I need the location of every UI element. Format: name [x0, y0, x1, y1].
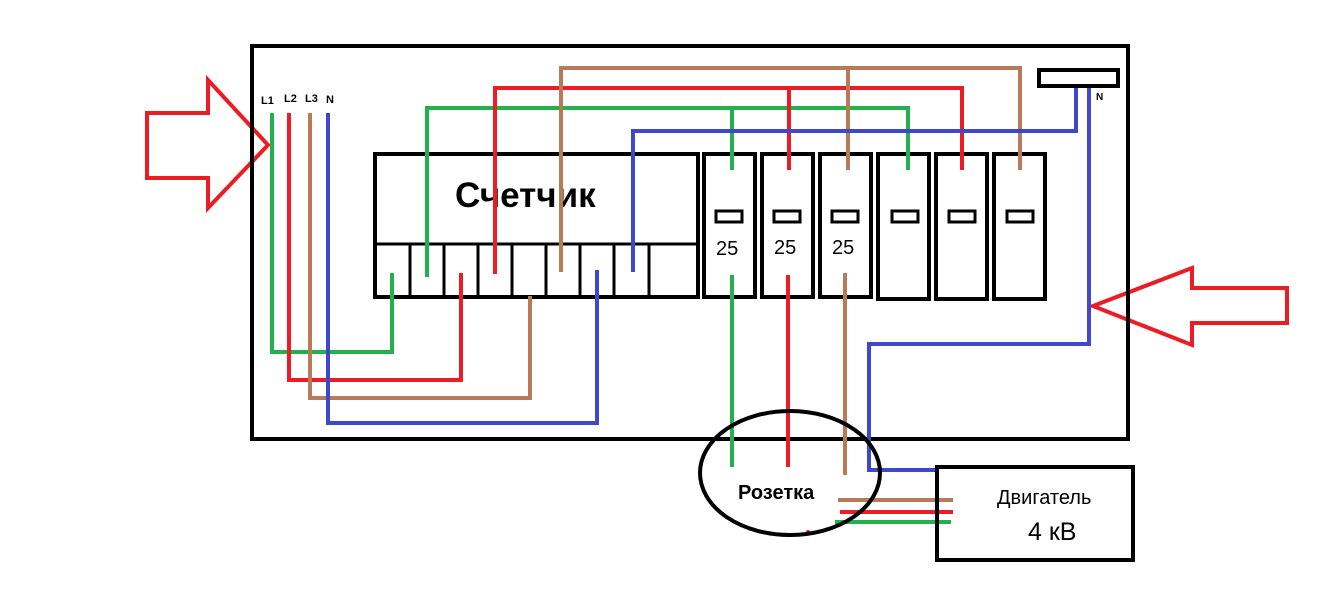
motor-power: 4 кВ: [1028, 518, 1076, 546]
breaker-3-toggle: [830, 209, 860, 224]
socket-label: Розетка: [738, 482, 815, 504]
terminal-label-l1: L1: [261, 95, 274, 107]
breaker-3-rating: 25: [832, 237, 854, 259]
motor-box: [935, 465, 1135, 562]
wire-l3: [308, 66, 1022, 502]
electricity-meter: [373, 152, 700, 299]
breaker-toggles: [714, 209, 1035, 224]
circuit-breakers: [702, 152, 1047, 301]
neutral-bus-label: N: [1096, 92, 1103, 103]
neutral-bus-bar: [1037, 68, 1120, 88]
terminal-label-n: N: [326, 94, 334, 106]
breaker-1-toggle: [714, 209, 744, 224]
wire-n: [326, 88, 1091, 472]
wire-l1: [270, 106, 951, 524]
motor-name: Двигатель: [997, 487, 1091, 509]
breaker-5-toggle: [947, 209, 977, 224]
breaker-4: [876, 152, 931, 301]
distribution-panel: [250, 44, 1130, 441]
breaker-2-rating: 25: [774, 237, 796, 259]
terminal-label-l2: L2: [284, 93, 297, 105]
breaker-4-toggle: [890, 209, 920, 224]
breaker-6: [992, 152, 1047, 301]
terminal-label-l3: L3: [305, 93, 318, 105]
socket-outline: [698, 409, 882, 537]
breaker-5: [934, 152, 989, 301]
breaker-1: [702, 152, 757, 299]
breaker-6-toggle: [1005, 209, 1035, 224]
breaker-1-rating: 25: [716, 238, 738, 260]
input-arrow: [145, 74, 271, 213]
breaker-2-toggle: [772, 209, 802, 224]
meter-terminal-block: [408, 244, 651, 297]
neutral-indicator-arrow: [1087, 265, 1289, 348]
meter-label: Счетчик: [455, 176, 596, 215]
